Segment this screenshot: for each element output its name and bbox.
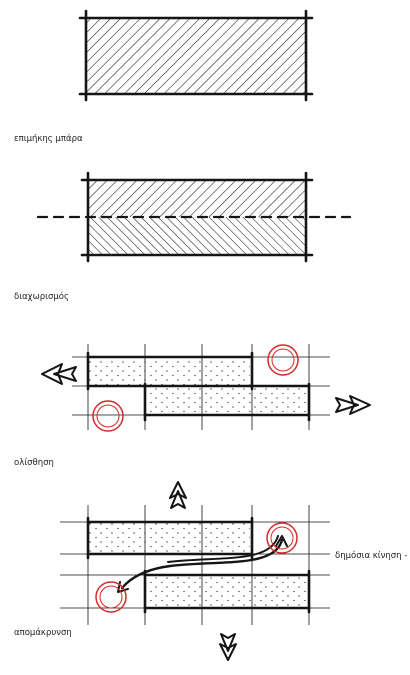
upper-bar-dots — [89, 523, 250, 553]
sketch-elongated-bar — [78, 9, 314, 102]
caption-division: διαχωρισμός — [14, 292, 69, 302]
red-circle-marker-inner — [99, 585, 123, 609]
curved-arrow-icon — [117, 535, 288, 593]
red-circle-marker-inner — [96, 404, 120, 428]
double-arrow-up-icon — [169, 481, 187, 509]
red-circle-marker-icon — [266, 522, 298, 554]
sketch-sliding — [41, 344, 371, 432]
bar-outline — [78, 9, 314, 102]
caption-elongated-bar: επιμήκης μπάρα — [14, 134, 83, 144]
lower-half-hatch — [88, 217, 306, 255]
upper-half-hatch — [88, 180, 306, 217]
sketch-distancing — [60, 481, 330, 661]
sliding-bars-outline — [86, 351, 311, 422]
caption-distancing: απομάκρυνση — [14, 628, 72, 638]
bar-hatch-fill — [86, 18, 306, 94]
red-circle-marker-inner — [271, 348, 295, 372]
red-circle-marker-icon — [95, 581, 127, 613]
upper-bar-dots — [89, 358, 250, 385]
red-circle-marker-icon — [92, 400, 124, 432]
red-circle-marker-icon — [267, 344, 299, 376]
caption-sliding: ολίσθηση — [14, 458, 54, 468]
double-arrow-right-icon — [335, 395, 371, 415]
double-arrow-left-icon — [41, 363, 77, 385]
sketch-division — [36, 171, 352, 263]
lower-bar-dots — [146, 388, 308, 414]
double-arrow-down-icon — [219, 633, 237, 661]
red-circle-marker-inner — [270, 526, 294, 550]
caption-public-movement: δημόσια κίνηση - — [335, 551, 408, 561]
lower-bar-dots — [146, 577, 308, 607]
distanced-bars-outline — [86, 516, 311, 614]
